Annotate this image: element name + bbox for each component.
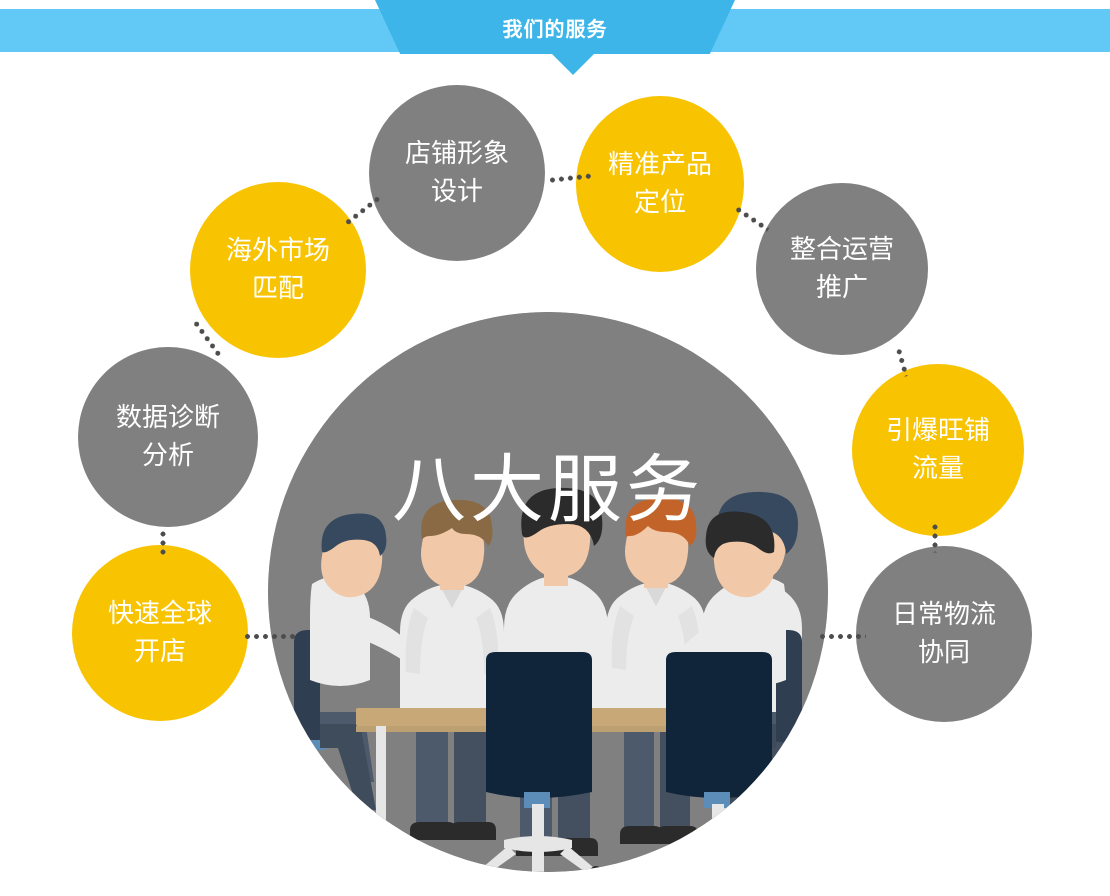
bubble-line-1: 引爆旺铺: [885, 415, 990, 446]
bubble-line-2: 分析: [141, 440, 194, 470]
connector-ops-to-traffic: [895, 346, 909, 378]
bubble-overseas-market[interactable]: 海外市场 匹配: [190, 182, 366, 358]
bubble-line-1: 快速全球: [107, 598, 212, 629]
bubble-data-diagnosis[interactable]: 数据诊断 分析: [78, 347, 258, 527]
center-label: 八大服务: [392, 448, 704, 531]
business-meeting-illustration: [268, 312, 828, 872]
bubble-traffic-boost[interactable]: 引爆旺铺 流量: [852, 364, 1024, 536]
bubble-line-2: 设计: [430, 176, 483, 206]
bubble-line-1: 精准产品: [607, 149, 712, 180]
bubble-line-1: 海外市场: [225, 235, 330, 266]
connector-fastglobal-to-center: [243, 634, 297, 639]
bubble-line-2: 定位: [633, 187, 686, 217]
bubble-daily-logistics[interactable]: 日常物流 协同: [856, 546, 1032, 722]
connector-data-to-fastglobal: [160, 529, 166, 558]
bubble-line-2: 协同: [917, 637, 970, 667]
bubble-shop-image-design[interactable]: 店铺形象 设计: [369, 85, 545, 261]
bubble-line-1: 数据诊断: [115, 402, 220, 433]
header-ribbon-tail-icon: [551, 53, 595, 75]
bubble-line-2: 匹配: [251, 273, 304, 303]
page-title: 我们的服务: [502, 18, 608, 41]
bubble-fast-global-store[interactable]: 快速全球 开店: [72, 545, 248, 721]
connector-traffic-to-logistics: [932, 522, 938, 553]
bubble-line-1: 店铺形象: [404, 138, 509, 169]
connector-positioning-to-ops: [733, 205, 770, 232]
connector-center-to-logistics: [818, 634, 866, 639]
person-far-left: [292, 513, 428, 810]
center-bubble[interactable]: 八大服务: [268, 312, 828, 872]
bubble-line-1: 整合运营: [789, 234, 894, 265]
bubble-line-2: 流量: [911, 453, 964, 483]
bubble-precise-positioning[interactable]: 精准产品 定位: [576, 96, 744, 272]
bubble-line-2: 推广: [815, 272, 868, 302]
bubble-integrated-ops[interactable]: 整合运营 推广: [756, 183, 928, 355]
person-two: [400, 499, 504, 840]
header-ribbon: [375, 0, 735, 54]
bubble-line-2: 开店: [133, 636, 186, 666]
connector-overseas-to-design: [343, 195, 382, 227]
bubble-line-1: 日常物流: [891, 599, 996, 630]
